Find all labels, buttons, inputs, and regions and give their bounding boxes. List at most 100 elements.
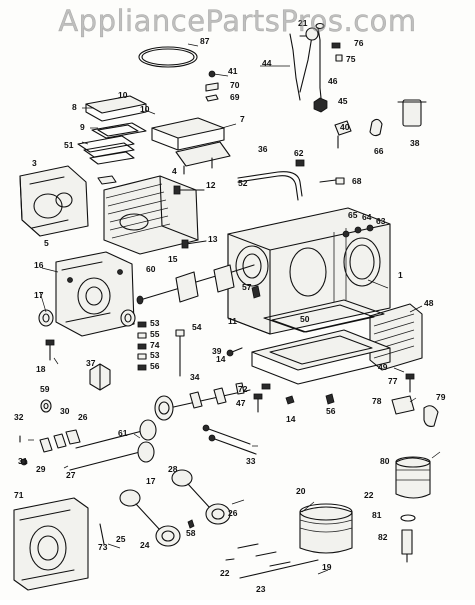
ring-wire-23[interactable] [239,559,319,579]
plug-56[interactable] [325,393,335,405]
bolt-18[interactable] [45,339,55,361]
oil-seal-right[interactable] [120,309,136,327]
label-41: 41 [228,66,238,76]
label-72: 72 [238,384,248,394]
label-40: 40 [340,122,350,132]
part-57[interactable] [251,285,261,299]
oil-seal-17[interactable] [38,309,54,327]
label-38: 38 [410,138,420,148]
label-16: 16 [34,260,44,270]
label-79: 79 [436,392,446,402]
label-27: 27 [66,470,76,480]
label-46: 46 [328,76,338,86]
label-77: 77 [388,376,398,386]
label-26b: 26 [228,508,238,518]
label-70: 70 [230,80,240,90]
nut-45[interactable] [313,97,328,113]
label-54: 54 [192,322,202,332]
label-12: 12 [206,180,216,190]
bolt-12[interactable] [173,185,205,195]
label-19: 19 [322,562,332,572]
label-29: 29 [36,464,46,474]
valve-train[interactable] [19,419,157,471]
label-62: 62 [294,148,304,158]
part-58[interactable] [187,519,195,529]
label-32: 32 [14,412,24,422]
clips-41-70-69[interactable] [205,70,219,102]
label-49: 49 [378,362,388,372]
label-78: 78 [372,396,382,406]
label-63: 63 [376,216,386,226]
dipstick-tube[interactable] [289,22,325,109]
gasket-87[interactable] [138,46,198,68]
piston-pins-22[interactable] [225,543,291,567]
label-80: 80 [380,456,390,466]
label-9: 9 [80,122,85,132]
label-65: 65 [348,210,358,220]
small-parts-right[interactable] [253,373,439,427]
oil-filter-80[interactable] [395,456,431,499]
label-69: 69 [230,92,240,102]
label-44: 44 [262,58,272,68]
breather-tube-36[interactable] [237,159,305,201]
label-13: 13 [208,234,218,244]
label-11: 11 [228,316,237,326]
label-56b: 56 [326,406,336,416]
label-75: 75 [346,54,356,64]
label-81: 81 [372,510,382,520]
governor-37[interactable] [89,363,111,391]
label-55: 55 [150,329,160,339]
cylinder-head-3[interactable] [19,165,89,237]
label-60: 60 [146,264,156,274]
breather-40[interactable] [334,120,352,149]
label-21: 21 [298,18,308,28]
clip-86[interactable] [369,118,383,137]
piston-20[interactable] [299,503,353,554]
washer-59[interactable] [40,399,52,413]
gasket-51[interactable] [77,135,135,165]
parts-81-82[interactable] [400,514,416,563]
filter-adapter-38[interactable] [397,99,427,127]
connecting-rods[interactable] [119,469,231,547]
bolt-13[interactable] [181,239,207,249]
label-52: 52 [238,178,248,188]
label-36: 36 [258,144,268,154]
label-47: 47 [236,398,246,408]
oil-pan-50[interactable] [251,299,391,385]
crankshaft-15[interactable] [136,264,255,305]
label-71: 71 [14,490,24,500]
label-61: 61 [118,428,128,438]
gasket-9[interactable] [91,122,147,139]
screw-14[interactable] [226,347,243,357]
label-73: 73 [98,542,108,552]
label-10b: 10 [140,104,150,114]
label-22b: 22 [220,568,230,578]
label-8: 8 [72,102,77,112]
engine-block-lower[interactable] [13,497,105,591]
plate-9[interactable] [97,175,117,185]
label-14b: 14 [286,414,296,424]
sump-cover-16[interactable] [55,251,135,337]
fastener-76-75[interactable] [331,42,343,62]
fitting-68[interactable] [319,177,345,185]
label-59: 59 [40,384,50,394]
valve-cover-8[interactable] [85,95,147,122]
fastener-stack[interactable] [137,321,185,377]
label-28: 28 [168,464,178,474]
rocker-cover-7[interactable] [151,117,231,175]
baffle-48[interactable] [369,303,423,371]
label-39: 39 [212,346,222,356]
label-14: 14 [216,354,226,364]
label-10: 10 [118,90,128,100]
label-57: 57 [242,282,252,292]
pushrods-33[interactable] [202,424,257,455]
label-74: 74 [150,340,160,350]
label-68: 68 [352,176,362,186]
camshaft-34[interactable] [154,382,251,421]
label-48: 48 [424,298,434,308]
cylinder-head-4[interactable] [103,175,199,255]
label-18: 18 [36,364,46,374]
label-23: 23 [256,584,266,594]
